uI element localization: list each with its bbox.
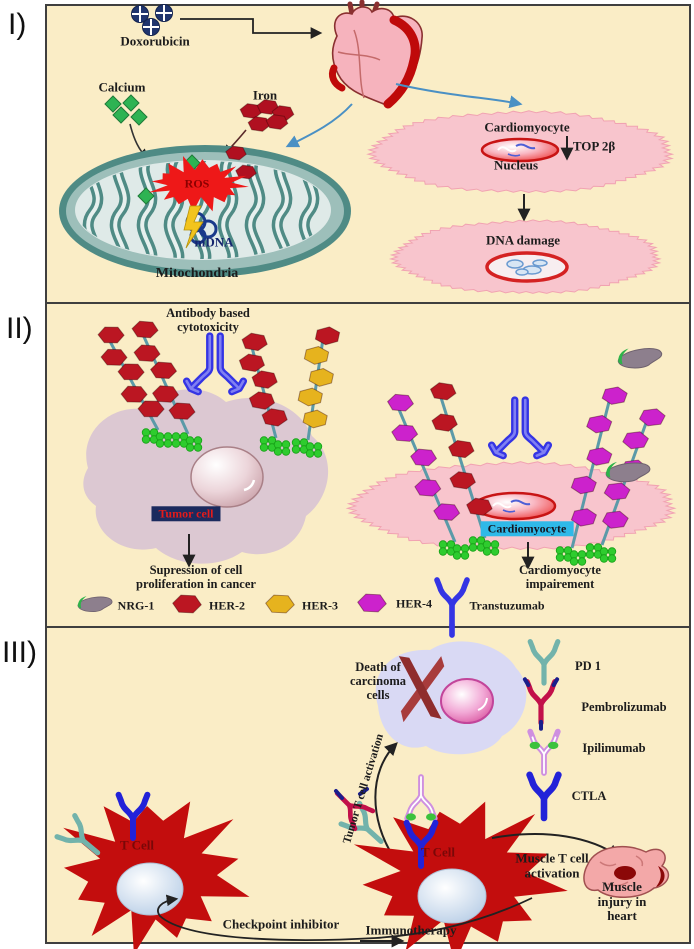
legend-label-nrg1: NRG-1 [117,598,155,613]
panel3-label: III) [2,636,37,669]
legend-label-her3: HER-3 [302,598,338,613]
immunotherapy-label: Immunotherapy [365,922,457,938]
muscle-injury-label: Muscle injury in heart [597,879,647,924]
muscle-activation-label: Muscle T cell activation [515,850,589,880]
antibody-cytotoxicity-title: Antibody based cytotoxicity [166,306,250,334]
panel1-label: I) [8,8,27,41]
nucleus-label: Nucleus [493,157,539,173]
doxorubicin-label: Doxorubicin [120,33,190,49]
legend-label-ipilimumab: Ipilimumab [582,741,646,755]
impairment-label: Cardiomyocyte impairement [519,563,601,591]
death-of-carcinoma-label: Death of carcinoma cells [349,660,407,702]
top2b-label: TOP 2β [572,138,616,154]
dna-damage-label: DNA damage [485,232,561,248]
iron-label: Iron [252,87,278,103]
t-cell-left-label: T Cell [119,837,155,853]
checkpoint-inhibitor-label: Checkpoint inhibitor [222,916,340,932]
tumor-cell-label: Tumor cell [151,506,221,522]
legend-label-her4: HER-4 [396,596,432,611]
mitochondria-label: Mitochondria [155,266,239,282]
mdna-label: mDNA [194,234,234,250]
cardiomyocyte2-label: Cardiomyocyte [480,521,574,537]
legend-label-pd1: PD 1 [574,659,602,673]
legend-label-ctla: CTLA [571,789,607,803]
calcium-label: Calcium [98,79,146,95]
ros-label: ROS [184,176,210,191]
cardiomyocyte1-label: Cardiomyocyte [484,119,570,135]
t-cell-right-label: T Cell [420,844,456,860]
legend-label-pembrolizumab: Pembrolizumab [581,700,667,714]
legend-label-her2: HER-2 [209,598,245,613]
panel2-label: II) [6,312,33,345]
suppression-label: Supression of cell proliferation in canc… [136,563,256,591]
legend-label-transtuzumab: Transtuzumab [469,598,545,613]
